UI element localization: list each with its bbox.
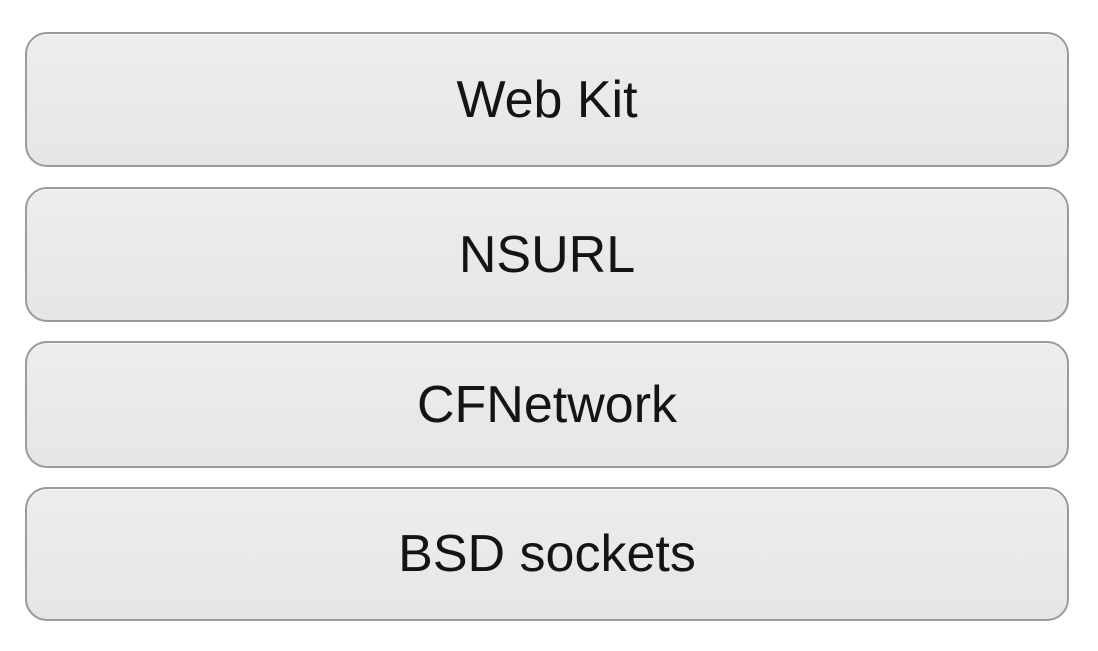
layer-label: Web Kit — [456, 70, 638, 129]
layer-bsd-sockets: BSD sockets — [25, 487, 1069, 621]
layer-nsurl: NSURL — [25, 187, 1069, 322]
layer-label: BSD sockets — [398, 525, 696, 583]
layer-web-kit: Web Kit — [25, 32, 1069, 167]
layer-label: NSURL — [458, 225, 636, 284]
layer-label: CFNetwork — [416, 375, 678, 434]
layer-cfnetwork: CFNetwork — [25, 341, 1069, 468]
